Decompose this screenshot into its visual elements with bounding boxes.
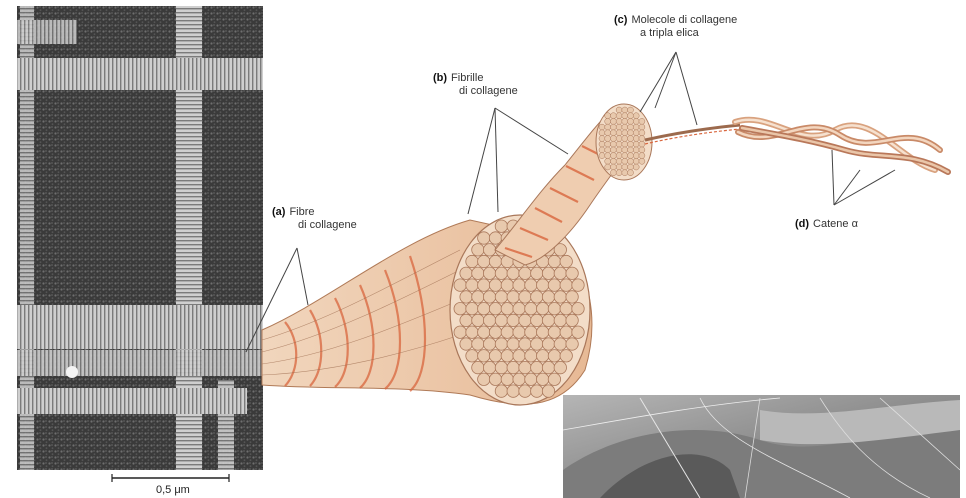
scale-bar-label: 0,5 μm [156, 484, 190, 496]
label-letter-a: (a) [272, 206, 285, 218]
label-b-line2: di collagene [433, 85, 518, 98]
alpha-chains [735, 120, 948, 172]
label-letter-c: (c) [614, 14, 627, 26]
label-b-line1: Fibrille [451, 72, 483, 84]
label-fibrille-collagene: (b) Fibrille di collagene [433, 72, 518, 98]
micrograph-tem [17, 6, 263, 482]
micrograph-sem [563, 395, 960, 498]
label-a-line1: Fibre [289, 206, 314, 218]
label-c-line1: Molecole di collagene [631, 14, 737, 26]
label-a-line2: di collagene [272, 219, 357, 232]
collagen-fibril [495, 104, 652, 265]
label-molecole-collagene: (c) Molecole di collagene a tripla elica [614, 14, 737, 40]
label-c-line2: a tripla elica [614, 27, 737, 40]
label-d-text: Catene α [813, 218, 858, 230]
label-fibre-collagene: (a) Fibre di collagene [272, 206, 357, 232]
label-letter-d: (d) [795, 218, 809, 230]
triple-helix-molecule [645, 125, 740, 144]
label-catene-alfa: (d) Catene α [795, 218, 858, 231]
label-letter-b: (b) [433, 72, 447, 84]
